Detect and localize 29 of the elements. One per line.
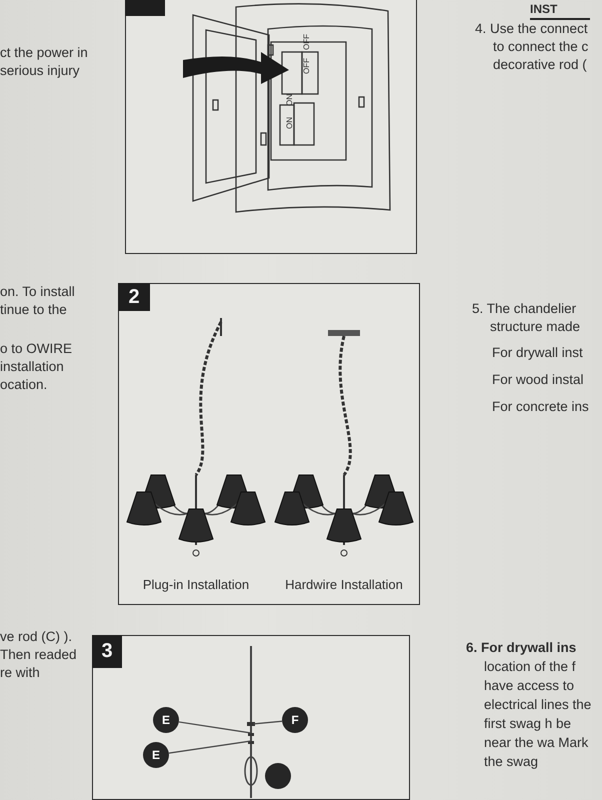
instruction-text: on. To install tinue to the (0, 283, 76, 319)
breaker-label: OFF (302, 58, 312, 74)
callout-letter: E (153, 707, 179, 733)
section-heading: INST (530, 0, 590, 20)
instruction-text: o to OWIRE installation ocation. (0, 340, 74, 394)
breaker-label: ON (285, 117, 295, 129)
callout-circle (265, 763, 291, 789)
instruction-text: 5. The chandelier structure made (472, 300, 582, 336)
instruction-text: For wood instal (492, 371, 585, 389)
leader-line (252, 720, 282, 725)
warning-text: ct the power in serious injury (0, 44, 89, 80)
callout-letter: F (282, 707, 308, 733)
instruction-text: 6. For drywall ins location of the f have access to electrical lines the first swag h be near the wa Mark the swag (466, 639, 592, 771)
leader-line (178, 721, 252, 734)
callout-letter: E (143, 742, 169, 768)
step-number: 3 (92, 635, 122, 668)
breaker-label: OFF (302, 34, 312, 50)
instruction-text: For concrete ins (492, 398, 590, 416)
step-number: 2 (118, 283, 150, 311)
instruction-text: 4. Use the connect to connect the c decorative rod ( (475, 20, 590, 74)
figure-caption: Hardwire Installation (284, 576, 404, 594)
figure-caption: Plug-in Installation (142, 576, 250, 594)
step-panel (92, 635, 410, 800)
breaker-label: ON (285, 94, 295, 106)
leader-line (168, 740, 252, 754)
instruction-text: ve rod (C) ). Then readed re with (0, 628, 78, 682)
step-panel (118, 283, 420, 605)
instruction-text: For drywall inst (492, 344, 584, 362)
step-panel (125, 0, 417, 254)
